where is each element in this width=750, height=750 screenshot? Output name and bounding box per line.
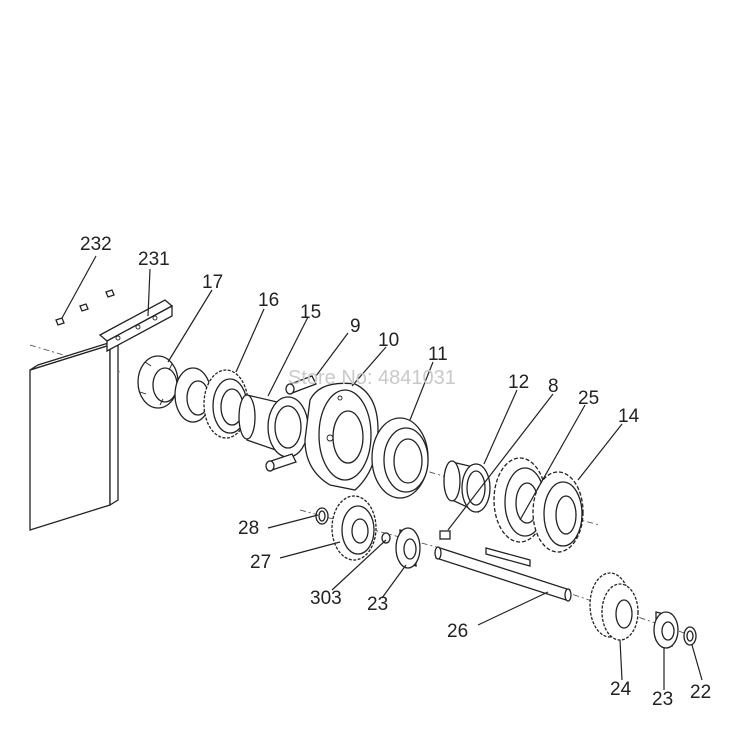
part-12-bushing (443, 460, 491, 514)
part-26-shaft (434, 546, 572, 602)
part-17-slotted-nut (137, 355, 179, 409)
leader-22 (691, 644, 703, 681)
leader-23-upper (381, 564, 407, 599)
leader-26 (477, 591, 549, 626)
leader-17 (167, 289, 213, 363)
label-8: 8 (548, 376, 559, 397)
label-23-lower: 23 (652, 689, 673, 710)
leader-232 (61, 255, 97, 319)
part-11-bearing (371, 417, 429, 499)
part-27-gear (331, 495, 377, 561)
label-17: 17 (202, 272, 223, 293)
label-14: 14 (618, 406, 640, 427)
label-27: 27 (250, 552, 271, 573)
part-28-ring (315, 507, 329, 525)
label-22: 22 (690, 682, 711, 703)
label-231: 231 (138, 249, 170, 270)
part-303-washer (381, 532, 391, 544)
watermark-text: Store No: 4841031 (288, 367, 456, 389)
leader-14 (577, 423, 623, 481)
label-15: 15 (300, 302, 321, 323)
leader-10 (351, 346, 387, 387)
label-12: 12 (508, 372, 529, 393)
part-15-sleeve (238, 394, 309, 458)
label-11: 11 (428, 344, 448, 365)
leader-lines (61, 255, 703, 690)
leader-303 (331, 539, 387, 591)
part-23-bearing-upper (395, 527, 421, 569)
label-28: 28 (238, 518, 259, 539)
label-26: 26 (447, 621, 468, 642)
part-231-bracket (98, 299, 174, 353)
leader-231 (147, 268, 151, 317)
label-303: 303 (310, 588, 342, 609)
leader-16 (235, 308, 265, 373)
leader-12 (483, 389, 518, 465)
leader-25 (519, 404, 586, 521)
part-9-bolts (265, 375, 317, 472)
part-10-flange (304, 382, 379, 491)
leader-28 (267, 514, 319, 529)
label-10: 10 (378, 330, 399, 351)
leader-27 (279, 541, 341, 559)
leader-8 (447, 393, 554, 531)
part-flat-key (485, 547, 531, 567)
leader-9 (315, 332, 349, 377)
leader-15 (267, 316, 309, 397)
part-232-screws (55, 289, 115, 326)
part-8-key (439, 530, 451, 540)
label-23-upper: 23 (367, 594, 388, 615)
part-23-bearing-lower (653, 611, 679, 649)
leader-24 (619, 639, 623, 681)
part-14-large-gear (532, 471, 584, 553)
leader-11 (409, 361, 434, 421)
base-plate (29, 338, 119, 531)
label-9: 9 (350, 316, 361, 337)
label-24: 24 (610, 679, 632, 700)
label-232: 232 (80, 234, 112, 255)
label-25: 25 (578, 388, 599, 409)
part-22-circlip (683, 626, 697, 646)
label-16: 16 (258, 290, 279, 311)
part-24-gear (589, 572, 639, 641)
